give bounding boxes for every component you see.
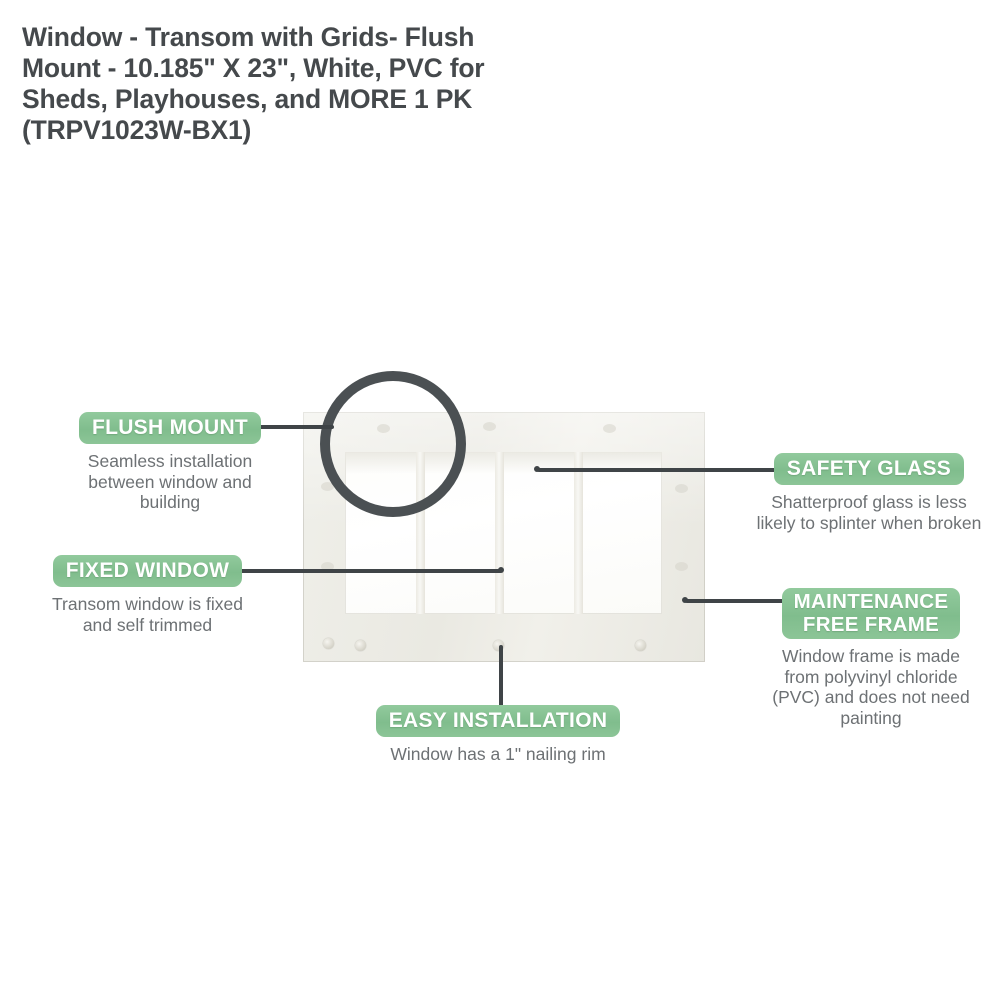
description-safety-glass: Shatterproof glass is less likely to spl… (756, 492, 982, 533)
callout-fixed-window: FIXED WINDOW Transom window is fixed and… (30, 555, 265, 635)
grid-mullion (574, 452, 583, 614)
grid-mullion (495, 452, 504, 614)
callout-maintenance-free-frame: MAINTENANCE FREE FRAME Window frame is m… (756, 588, 986, 729)
nail-mark (483, 422, 496, 431)
connector-line-maintenance (685, 599, 785, 603)
connector-endpoint-maintenance (682, 597, 688, 603)
nail-mark (321, 482, 334, 491)
page-title: Window - Transom with Grids- Flush Mount… (22, 22, 485, 145)
screw-hole (493, 640, 504, 651)
badge-safety-glass: SAFETY GLASS (773, 453, 965, 485)
nail-mark (675, 562, 688, 571)
screw-hole (323, 638, 334, 649)
description-flush-mount: Seamless installation between window and… (87, 451, 253, 513)
connector-line-easy-installation (499, 645, 503, 707)
callout-safety-glass: SAFETY GLASS Shatterproof glass is less … (740, 453, 998, 533)
badge-flush-mount: FLUSH MOUNT (78, 412, 262, 444)
product-infographic: FLUSH MOUNT Seamless installation betwee… (0, 330, 1000, 790)
callout-easy-installation: EASY INSTALLATION Window has a 1" nailin… (375, 705, 621, 765)
badge-maintenance-free-frame: MAINTENANCE FREE FRAME (781, 588, 961, 639)
magnifier-circle-icon (320, 371, 466, 517)
nail-mark (321, 562, 334, 571)
connector-line-flush-mount (224, 425, 334, 429)
badge-fixed-window: FIXED WINDOW (52, 555, 243, 587)
description-fixed-window: Transom window is fixed and self trimmed (52, 594, 243, 635)
badge-easy-installation: EASY INSTALLATION (375, 705, 621, 737)
callout-flush-mount: FLUSH MOUNT Seamless installation betwee… (50, 412, 290, 513)
connector-line-safety-glass (537, 468, 776, 472)
grid-mullion (416, 452, 425, 614)
connector-endpoint-fixed-window (498, 567, 504, 573)
screw-hole (355, 640, 366, 651)
description-easy-installation: Window has a 1" nailing rim (390, 744, 606, 764)
connector-endpoint-safety-glass (534, 466, 540, 472)
nail-mark (603, 424, 616, 433)
description-maintenance-free-frame: Window frame is made from polyvinyl chlo… (772, 646, 970, 728)
connector-line-fixed-window (232, 569, 502, 573)
nail-mark (675, 484, 688, 493)
screw-hole (635, 640, 646, 651)
